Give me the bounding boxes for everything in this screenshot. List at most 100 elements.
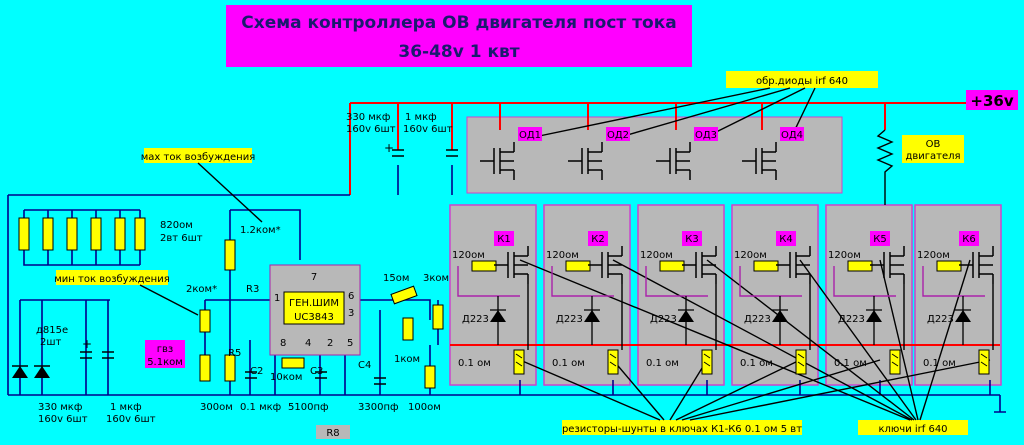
key-shunt-3 — [701, 349, 713, 375]
res-2k-label: 2ком* — [186, 284, 217, 295]
res-10k — [281, 357, 305, 369]
supply-plus-box — [966, 90, 1018, 110]
res-2k-pot — [199, 309, 211, 333]
pin-7: 7 — [311, 272, 317, 283]
res-1k2-label: 1.2ком* — [240, 225, 281, 236]
res-1k-label: 1ком — [394, 354, 420, 365]
pin-2: 2 — [327, 338, 333, 349]
key-diode-label-2: Д223 — [556, 314, 583, 325]
gvz-line1: гвз — [157, 344, 173, 355]
reverse-diode-tag-2 — [606, 127, 630, 141]
pin-6: 6 — [348, 291, 354, 302]
note-field-winding: ОВ — [926, 139, 941, 150]
reverse-diode-mosfet-1 — [480, 142, 515, 180]
key-gate-res-label-5: 120ом — [828, 250, 861, 261]
r3-label: R3 — [246, 284, 259, 295]
pin-8: 8 — [280, 338, 286, 349]
zener-l2: 2шт — [40, 337, 62, 348]
res-15 — [390, 285, 418, 305]
cap1-bot-l2: 160v 6шт — [106, 414, 156, 425]
key-tag-6 — [959, 231, 979, 246]
cap-3300-label: 3300пф — [358, 402, 399, 413]
key-gate-res-label-4: 120ом — [734, 250, 767, 261]
gen-line1: ГЕН.ШИМ — [289, 298, 339, 309]
key-shunt-label-2: 0.1 ом — [552, 358, 585, 369]
cap1-top-l1: 1 мкф — [405, 112, 437, 123]
key-gate-res-3 — [659, 260, 685, 272]
key-mosfet-6 — [959, 246, 994, 284]
key-gate-res-5 — [847, 260, 873, 272]
component-labels: 330 мкф 160v 6шт 1 мкф 160v 6шт 820ом 2в… — [36, 112, 453, 439]
key-gate-res-label-2: 120ом — [546, 250, 579, 261]
cap-5100-label: 5100пф — [288, 402, 329, 413]
key-tag-3 — [682, 231, 702, 246]
res-820-6 — [134, 217, 146, 251]
gen-line2: UC3843 — [294, 312, 334, 323]
key-mosfet-4 — [776, 246, 811, 284]
r8-box — [316, 425, 350, 439]
key-gate-res-6 — [936, 260, 962, 272]
key-shunt-1 — [513, 349, 525, 375]
uc3843-label-box — [283, 291, 345, 325]
res-820-2 — [42, 217, 54, 251]
key-shunt-4 — [795, 349, 807, 375]
key-shunt-label-5: 0.1 ом — [834, 358, 867, 369]
note-keys: ключи irf 640 — [878, 424, 947, 435]
key-gate-res-2 — [565, 260, 591, 272]
key-label-3: К3 — [685, 234, 698, 245]
key-shunt-label-6: 0.1 ом — [923, 358, 956, 369]
pwm-generator: ГЕН.ШИМ UC3843 7 1 6 3 8 4 2 5 — [269, 264, 361, 356]
cap330-bot-l1: 330 мкф — [38, 402, 82, 413]
reverse-diode-mosfet-3 — [656, 142, 691, 180]
res-r5 — [224, 354, 236, 382]
key-tag-2 — [588, 231, 608, 246]
title-line2: 36-48v 1 квт — [398, 42, 519, 62]
key-mosfet-3 — [682, 246, 717, 284]
title-block: Схема контроллера ОВ двигателя пост тока… — [226, 5, 692, 67]
res-15-label: 15ом — [383, 273, 409, 284]
cap330-top-l2: 160v 6шт — [346, 124, 396, 135]
res-gvz — [199, 354, 211, 382]
key-gate-res-label-6: 120ом — [917, 250, 950, 261]
c2-label: C2 — [250, 366, 263, 377]
cap-top-plates — [392, 149, 458, 157]
key-shunt-6 — [978, 349, 990, 375]
res-300-label: 300ом — [200, 402, 233, 413]
key-gate-res-1 — [471, 260, 497, 272]
note-field-winding-2: двигателя — [905, 151, 960, 162]
note-max-box — [144, 148, 252, 163]
key-label-4: К4 — [779, 234, 792, 245]
cap-bottom-plates — [80, 351, 114, 359]
res-820-5 — [114, 217, 126, 251]
pin-1: 1 — [274, 293, 280, 304]
res-820-1 — [18, 217, 30, 251]
key-tag-5 — [870, 231, 890, 246]
res-820-3 — [66, 217, 78, 251]
reverse-diode-label-3: ОД3 — [695, 130, 717, 141]
note-diodes: обр.диоды irf 640 — [756, 76, 848, 87]
cap330-top-l1: 330 мкф — [346, 112, 390, 123]
note-shunts-box — [562, 420, 802, 435]
res-100 — [424, 365, 436, 389]
key-shunt-label-4: 0.1 ом — [740, 358, 773, 369]
note-min-box — [56, 270, 168, 285]
reverse-diode-label-4: ОД4 — [781, 130, 803, 141]
key-shunt-5 — [889, 349, 901, 375]
key-diode-label-3: Д223 — [650, 314, 677, 325]
key-label-5: К5 — [873, 234, 886, 245]
note-shunts: резисторы-шунты в ключах К1-К6 0.1 ом 5 … — [562, 424, 802, 435]
res-1k — [402, 317, 414, 341]
key-shunt-label-1: 0.1 ом — [458, 358, 491, 369]
zener-l1: д815е — [36, 325, 68, 336]
res820-l1: 820ом — [160, 220, 193, 231]
reverse-diode-label-1: ОД1 — [519, 130, 541, 141]
key-label-6: К6 — [962, 234, 975, 245]
key-mosfet-5 — [870, 246, 905, 284]
pin-5: 5 — [347, 338, 353, 349]
ground-wiring — [7, 165, 1006, 413]
c3-label: C3 — [310, 366, 323, 377]
